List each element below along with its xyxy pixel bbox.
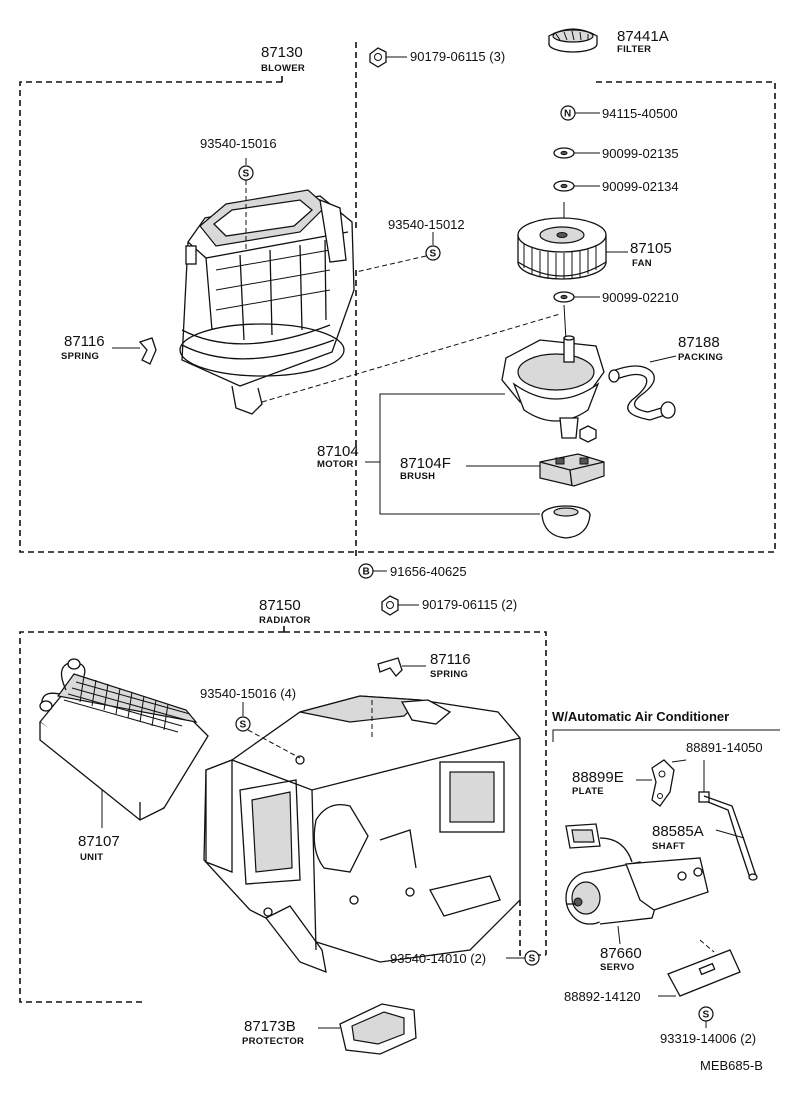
motor-part-number: 87104 bbox=[317, 443, 359, 460]
washer-a-part-number: 90099-02135 bbox=[602, 146, 679, 161]
unit-name: UNIT bbox=[80, 852, 103, 863]
svg-text:B: B bbox=[363, 567, 370, 578]
shaft-icon bbox=[703, 795, 758, 881]
heater-core-unit-icon bbox=[39, 658, 209, 828]
motor-bracket-lines bbox=[365, 393, 540, 515]
servo-bracket-icon bbox=[658, 939, 741, 997]
screw-s3-part-number: 93540-15016 (4) bbox=[200, 686, 296, 701]
blower-part-number: 87130 bbox=[261, 44, 303, 61]
radiator-name: RADIATOR bbox=[259, 615, 311, 626]
screw-s5-part-number: 93319-14006 (2) bbox=[660, 1031, 756, 1046]
protector-part-number: 87173B bbox=[244, 1018, 296, 1035]
filter-part-number: 87441A bbox=[617, 28, 669, 45]
servo-icon bbox=[565, 823, 709, 925]
radiator-part-number: 87150 bbox=[259, 597, 301, 614]
svg-text:S: S bbox=[243, 169, 250, 180]
drawing-code: MEB685-B bbox=[700, 1058, 763, 1073]
nut-n-symbol: N bbox=[560, 105, 600, 121]
spring2-clip-icon bbox=[371, 657, 426, 740]
packing-part-number: 87188 bbox=[678, 334, 720, 351]
washer-b-icon bbox=[553, 180, 600, 192]
screw-s2-symbol: S bbox=[355, 232, 441, 273]
fan-part-number: 87105 bbox=[630, 240, 672, 257]
brush-part-number: 87104F bbox=[400, 455, 451, 472]
filter-icon bbox=[548, 28, 598, 53]
screw-s1-part-number: 93540-15016 bbox=[200, 136, 277, 151]
nut-mid-icon bbox=[381, 595, 419, 616]
protector-icon bbox=[318, 1003, 417, 1055]
unit-part-number: 87107 bbox=[78, 833, 120, 850]
svg-text:S: S bbox=[703, 1010, 710, 1021]
screw-s4-symbol: S bbox=[506, 950, 540, 966]
auto-ac-bracket bbox=[552, 729, 780, 742]
washer-c-part-number: 90099-02210 bbox=[602, 290, 679, 305]
small-screw-icon bbox=[698, 760, 710, 803]
screw-s4-part-number: 93540-14010 (2) bbox=[390, 951, 486, 966]
screw-s2-part-number: 93540-15012 bbox=[388, 217, 465, 232]
spring1-name: SPRING bbox=[61, 351, 99, 362]
svg-text:S: S bbox=[430, 249, 437, 260]
motor-cover-icon bbox=[541, 505, 591, 539]
plate-icon bbox=[636, 759, 675, 807]
protector-name: PROTECTOR bbox=[242, 1036, 304, 1047]
fan-name: FAN bbox=[632, 258, 652, 269]
packing-tube-icon bbox=[608, 355, 677, 421]
blower-name: BLOWER bbox=[261, 63, 305, 74]
bracket-part-number: 88892-14120 bbox=[564, 989, 641, 1004]
radiator-case-icon bbox=[203, 695, 521, 974]
bolt-b-symbol: B bbox=[358, 563, 387, 579]
svg-text:S: S bbox=[240, 720, 247, 731]
screw-s1-symbol: S bbox=[238, 158, 254, 252]
screw-s3-symbol: S bbox=[235, 702, 301, 759]
nut-top-part-number: 90179-06115 (3) bbox=[410, 49, 505, 64]
shaft-part-number: 88585A bbox=[652, 823, 704, 840]
plate-part-number: 88899E bbox=[572, 769, 624, 786]
screw-s5-symbol: S bbox=[698, 1006, 714, 1028]
motor-name: MOTOR bbox=[317, 459, 354, 470]
packing-name: PACKING bbox=[678, 352, 723, 363]
motor-assembly-icon bbox=[501, 335, 605, 439]
servo-part-number: 87660 bbox=[600, 945, 642, 962]
spring-clip-icon bbox=[112, 337, 157, 365]
spring2-part-number: 87116 bbox=[430, 651, 471, 668]
plate-name: PLATE bbox=[572, 786, 604, 797]
auto-ac-heading: W/Automatic Air Conditioner bbox=[552, 709, 729, 724]
blower-case-icon bbox=[179, 189, 355, 415]
fan-wheel-icon bbox=[517, 217, 628, 280]
filter-name: FILTER bbox=[617, 44, 651, 55]
bolt-b-part-number: 91656-40625 bbox=[390, 564, 467, 579]
washer-a-icon bbox=[553, 147, 600, 159]
svg-text:S: S bbox=[529, 954, 536, 965]
washer-b-part-number: 90099-02134 bbox=[602, 179, 679, 194]
brush-name: BRUSH bbox=[400, 471, 435, 482]
spring1-part-number: 87116 bbox=[64, 333, 105, 350]
shaft-name: SHAFT bbox=[652, 841, 685, 852]
nut-n-part-number: 94115-40500 bbox=[602, 106, 678, 121]
servo-name: SERVO bbox=[600, 962, 635, 973]
plate-screw-part-number: 88891-14050 bbox=[686, 740, 763, 755]
nut-mid-part-number: 90179-06115 (2) bbox=[422, 597, 517, 612]
svg-text:N: N bbox=[564, 109, 571, 120]
brush-icon bbox=[466, 453, 605, 487]
nut-icon bbox=[369, 47, 407, 68]
blower-group-box bbox=[19, 42, 776, 560]
spring2-name: SPRING bbox=[430, 669, 468, 680]
washer-c-icon bbox=[553, 291, 600, 303]
part-labels: 87130 BLOWER 87441A FILTER 90179-06115 (… bbox=[61, 28, 763, 1073]
motor-nut-icon bbox=[579, 425, 597, 443]
